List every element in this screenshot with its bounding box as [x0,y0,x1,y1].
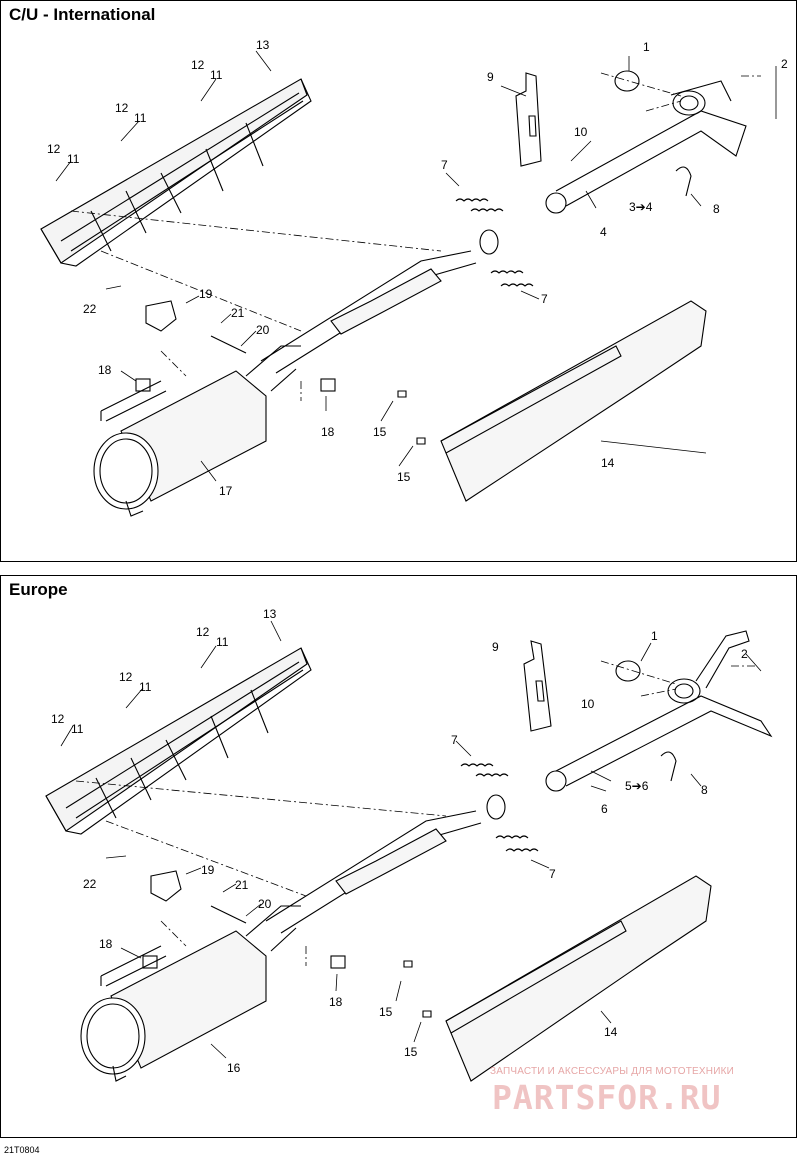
callout-label: 15 [397,470,411,484]
watermark-logo: PARTSFOR.RU [492,1078,722,1117]
grommet-18 [135,378,151,392]
tail-pipe [100,229,499,422]
bracket-19 [145,300,177,332]
callout-label: 1 [643,40,650,54]
callout-label: 11 [67,152,80,166]
watermark: ЗАПЧАСТИ И АКСЕССУАРЫ ДЛЯ МОТОТЕХНИКИ PA… [490,1066,790,1136]
callout-label: 7 [541,292,548,306]
callout-label: 12 [47,142,61,156]
bolt-20 [210,905,247,924]
callout-label: 11 [134,111,147,125]
bolt-20 [210,335,247,354]
spring-8 [660,751,677,782]
callout-label: 10 [574,125,588,139]
callout-label: 21 [235,878,249,892]
callout-labels: 1 2 5➔6 6 7 7 8 9 10 11 11 11 12 12 12 1… [51,607,748,1075]
lower-shield-14 [445,875,712,1082]
heat-shield-13 [40,78,312,267]
gasket-1 [615,660,641,682]
head-pipe [545,80,747,214]
callout-label: 22 [83,302,97,316]
exhaust-diagram: 1 2 5➔6 6 7 7 8 9 10 11 11 11 12 12 12 1… [45,607,773,1082]
callout-label: 5➔6 [625,779,649,793]
callout-label: 12 [196,625,210,639]
grommet-18b [330,955,346,969]
callout-label: 2 [741,647,748,661]
bracket-19 [150,870,182,902]
callout-label: 21 [231,306,245,320]
diagram-panel-europe: Europe [0,575,797,1138]
callout-label: 10 [581,697,595,711]
callout-label: 1 [651,629,658,643]
callout-label: 7 [549,867,556,881]
watermark-tagline: ЗАПЧАСТИ И АКСЕССУАРЫ ДЛЯ МОТОТЕХНИКИ [490,1066,735,1077]
callout-label: 18 [329,995,343,1009]
callout-label: 20 [256,323,270,337]
muffler-17 [93,345,301,517]
callout-label: 9 [492,640,499,654]
lower-shield-14 [440,300,707,502]
callout-label: 8 [701,783,708,797]
callout-label: 9 [487,70,494,84]
callout-label: 18 [321,425,335,439]
bracket-9 [515,72,542,167]
callout-label: 18 [98,363,112,377]
callout-labels: 1 2 3➔4 4 7 7 8 9 10 11 11 11 12 12 12 1… [47,38,788,498]
callout-label: 19 [199,287,213,301]
panel-title: Europe [9,580,68,599]
clips-15 [397,390,426,445]
callout-label: 12 [191,58,205,72]
callout-label: 15 [373,425,387,439]
bracket-9 [523,640,552,732]
heat-shield-13 [45,647,312,835]
grommet-18 [142,955,158,969]
callout-label: 13 [263,607,277,621]
muffler-16 [80,905,301,1082]
callout-label: 2 [781,57,788,71]
head-pipe [545,630,773,792]
exhaust-diagram: 1 2 3➔4 4 7 7 8 9 10 11 11 11 12 12 12 1… [40,38,788,517]
callout-label: 13 [256,38,270,52]
callout-label: 7 [441,158,448,172]
callout-label: 12 [119,670,133,684]
springs-7 [455,198,534,287]
callout-label: 8 [713,202,720,216]
tail-pipe [100,794,506,987]
callout-label: 20 [258,897,272,911]
gasket-1 [614,70,640,92]
springs-7 [460,763,539,852]
panel-title: C/U - International [9,5,156,24]
callout-label: 14 [604,1025,618,1039]
callout-label: 12 [51,712,65,726]
callout-label: 11 [216,635,229,649]
callout-label: 15 [404,1045,418,1059]
clips-15 [403,960,432,1018]
callout-label: 12 [115,101,129,115]
callout-label: 22 [83,877,97,891]
diagram-panel-international: C/U - International [0,0,797,562]
callout-label: 7 [451,733,458,747]
callout-label: 11 [71,722,84,736]
callout-label: 15 [379,1005,393,1019]
figure-code: 21T0804 [4,1145,40,1155]
callout-label: 16 [227,1061,241,1075]
callout-label: 11 [139,680,152,694]
grommet-18b [320,378,336,392]
callout-label: 6 [601,802,608,816]
callout-label: 4 [600,225,607,239]
callout-label: 3➔4 [629,200,653,214]
callout-label: 19 [201,863,215,877]
callout-label: 11 [210,68,223,82]
spring-8 [675,166,692,197]
callout-label: 14 [601,456,615,470]
callout-label: 18 [99,937,113,951]
callout-label: 17 [219,484,233,498]
